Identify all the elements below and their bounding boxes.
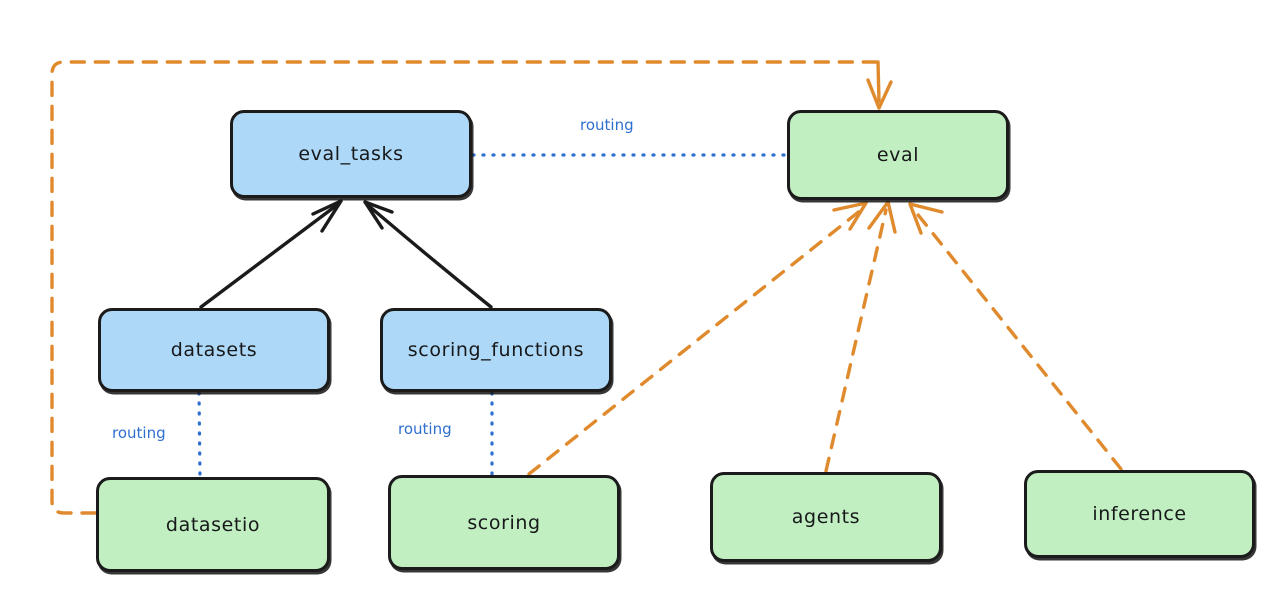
- edge-scoring_functions-to-eval_tasks: [367, 204, 493, 309]
- node-eval-tasks-label: eval_tasks: [298, 143, 404, 165]
- node-eval-tasks[interactable]: eval_tasks: [230, 110, 472, 198]
- arrowhead-datasets-to-eval_tasks: [311, 199, 343, 233]
- node-datasets[interactable]: datasets: [98, 308, 330, 392]
- node-eval[interactable]: eval: [787, 110, 1009, 200]
- edge-label-routing-eval-tasks-to-eval: routing: [580, 116, 634, 134]
- node-scoring-label: scoring: [467, 511, 541, 534]
- node-datasetio-label: datasetio: [165, 513, 261, 536]
- edge-datasetio-to-eval-stem: [876, 60, 881, 103]
- node-agents[interactable]: agents: [710, 472, 942, 562]
- edge-scoring-to-eval: [527, 208, 863, 476]
- node-datasets-label: datasets: [170, 339, 258, 361]
- node-scoring[interactable]: scoring: [388, 475, 620, 570]
- edge-label-routing-datasets-to-datasetio: routing: [112, 424, 166, 442]
- node-datasetio[interactable]: datasetio: [96, 477, 330, 572]
- arrowhead-agents-to-eval: [867, 200, 897, 234]
- edge-datasets-to-datasetio: [197, 391, 202, 480]
- edge-agents-to-eval: [824, 208, 888, 473]
- node-scoring-functions-label: scoring_functions: [407, 339, 585, 361]
- node-scoring-functions[interactable]: scoring_functions: [380, 308, 612, 392]
- arrowhead-scoring-to-eval: [832, 201, 868, 231]
- node-inference[interactable]: inference: [1024, 470, 1255, 558]
- edge-label-routing-scoring-functions-to-scoring: routing: [398, 420, 452, 438]
- node-eval-label: eval: [876, 144, 920, 166]
- arrowhead-datasetio-to-eval: [866, 78, 893, 110]
- node-inference-label: inference: [1092, 503, 1187, 525]
- arrowhead-scoring_functions-to-eval_tasks: [363, 200, 394, 230]
- node-agents-label: agents: [791, 506, 861, 528]
- arrowhead-inference-to-eval: [908, 202, 944, 235]
- edge-inference-to-eval: [913, 209, 1123, 471]
- edge-datasetio-to-eval: [50, 60, 880, 515]
- edge-datasets-to-eval_tasks: [199, 203, 339, 309]
